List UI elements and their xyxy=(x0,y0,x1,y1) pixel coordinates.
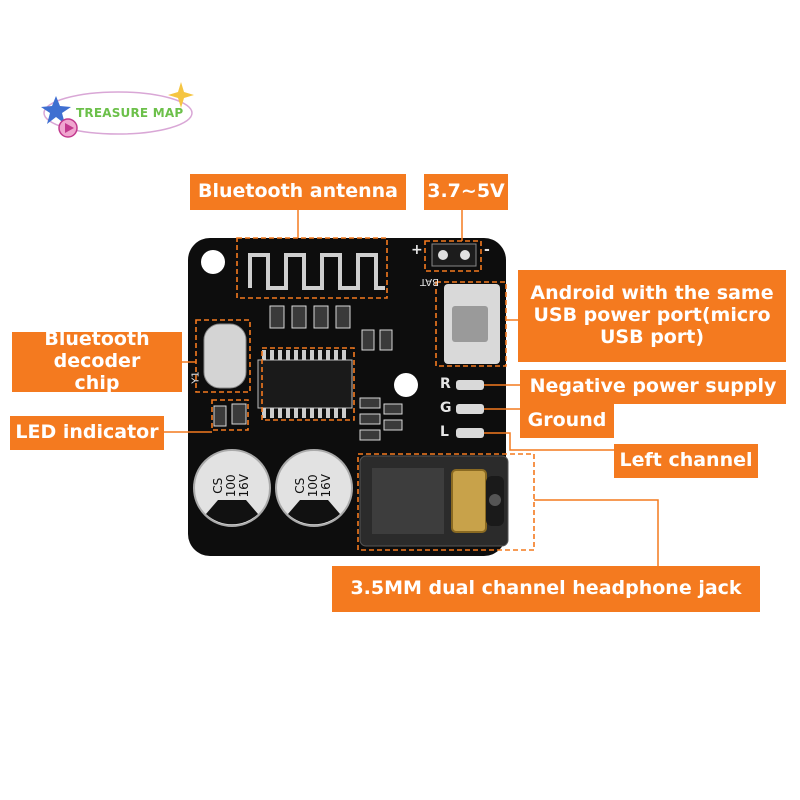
label-headphone-jack: 3.5MM dual channel headphone jack xyxy=(332,566,760,612)
label-left-channel: Left channel xyxy=(614,444,758,478)
pin-label-r: R xyxy=(440,376,451,392)
pin-label-g: G xyxy=(440,400,452,416)
sparkle-icon xyxy=(168,82,194,108)
headphone-jack xyxy=(359,455,509,547)
capacitor-1 xyxy=(193,449,271,527)
minus-label: - xyxy=(484,242,490,258)
label-voltage: 3.7~5V xyxy=(424,174,508,210)
antenna-trace xyxy=(248,253,385,290)
label-usb-port: Android with the same USB power port(mic… xyxy=(518,270,786,362)
label-led-indicator: LED indicator xyxy=(10,416,164,450)
label-bluetooth-antenna: Bluetooth antenna xyxy=(190,174,406,210)
capacitor-2 xyxy=(275,449,353,527)
pcb-board xyxy=(188,238,509,556)
callout-outlines xyxy=(195,237,535,551)
connector-lines xyxy=(164,210,659,566)
label-ground: Ground xyxy=(520,404,614,438)
bat-label: BAT xyxy=(420,276,440,287)
crystal-label: Y1 xyxy=(190,371,202,384)
plus-label: + xyxy=(411,242,423,258)
pin-label-l: L xyxy=(440,424,449,440)
label-decoder-chip: Bluetooth decoder chip xyxy=(12,328,182,394)
label-negative-power: Negative power supply xyxy=(520,370,786,404)
star-icon xyxy=(41,96,71,124)
logo-text: TREASURE MAP xyxy=(76,106,184,120)
logo-graphic xyxy=(41,82,194,138)
